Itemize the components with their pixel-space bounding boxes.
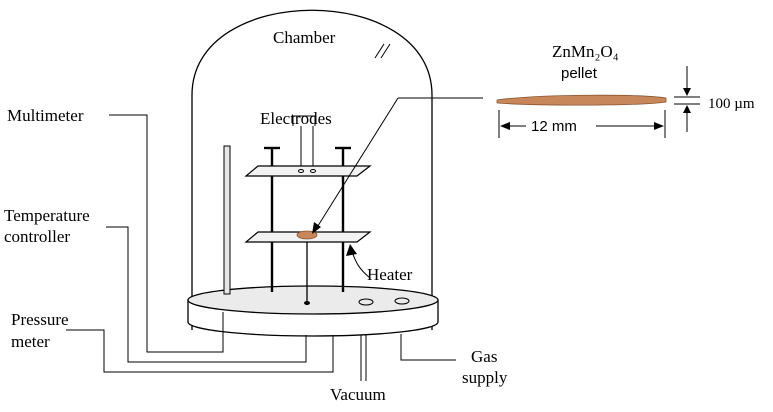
gas-label-2: supply: [462, 368, 508, 387]
vacuum-label: Vacuum: [330, 385, 386, 404]
electrode-contacts: [298, 169, 316, 173]
thickness-label: 100 µm: [708, 96, 755, 112]
pressure-label-2: meter: [11, 332, 50, 351]
pressure-meter-wire: [66, 329, 334, 373]
multimeter-label: Multimeter: [7, 106, 84, 125]
multimeter-wire: [109, 114, 224, 353]
pressure-label-1: Pressure: [11, 310, 69, 329]
electrode-wires: [300, 126, 314, 168]
chamber-label: Chamber: [273, 28, 336, 47]
gas-supply-pipe: [400, 334, 456, 361]
vacuum-pipe: [360, 335, 367, 381]
multimeter-wire-inner: [292, 115, 316, 126]
base-ports: [304, 297, 410, 306]
heater-label: Heater: [367, 265, 413, 284]
upper-plate: [244, 165, 372, 177]
pellet-pointer-arrowhead: [312, 222, 321, 234]
base-plate-top: [187, 285, 439, 315]
pressure-tube: [223, 145, 231, 295]
temperature-label-1: Temperature: [4, 206, 90, 225]
heater-arrowhead: [346, 244, 357, 256]
electrodes-label: Electrodes: [260, 109, 332, 128]
pellet-sample: [296, 230, 318, 240]
pellet-word-label: pellet: [561, 65, 598, 82]
diameter-dimension: [498, 110, 666, 138]
gas-label-1: Gas: [471, 347, 497, 366]
temperature-controller-wire: [106, 226, 307, 363]
pellet-magnified: [496, 94, 667, 106]
temperature-label-2: controller: [4, 227, 70, 246]
diameter-label: 12 mm: [531, 118, 577, 135]
bell-jar: [191, 9, 433, 330]
pellet-formula-label: ZnMn₂O₄: [552, 42, 619, 61]
glass-reflection-marks: [374, 43, 391, 59]
pellet-pointer-arrow: [315, 97, 399, 230]
thickness-dimension: [674, 66, 700, 132]
